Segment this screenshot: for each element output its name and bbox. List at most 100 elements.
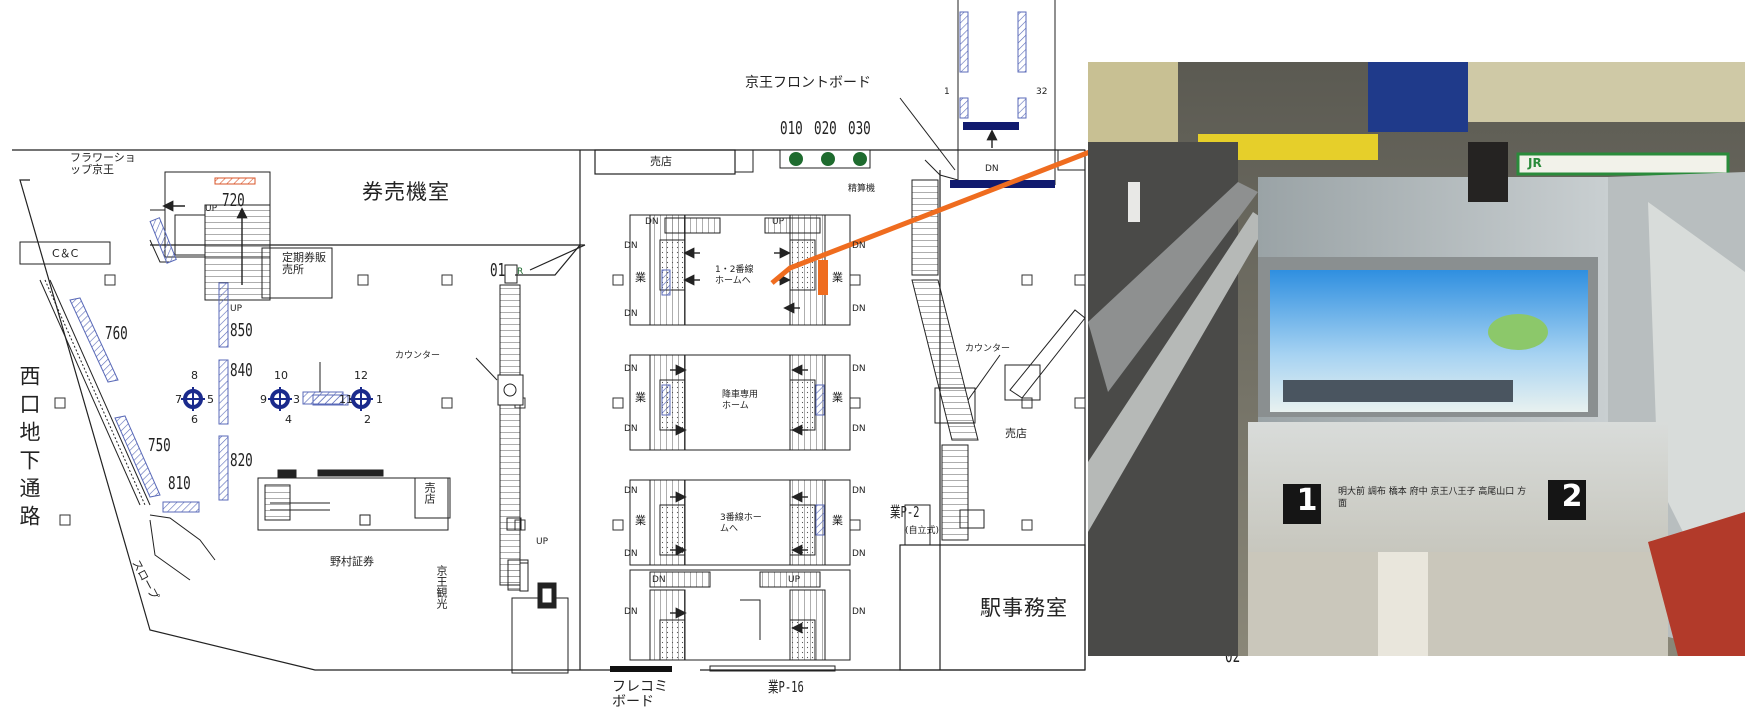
label-shop-right: 売店 <box>1005 427 1027 440</box>
mark-up-720: UP <box>205 204 218 214</box>
location-01: 01 <box>490 260 506 281</box>
cluster-num-2: 2 <box>364 413 371 426</box>
front-board-bar-top <box>963 122 1019 130</box>
label-to-platform-1-2: 1・2番線ホームへ <box>715 265 754 287</box>
cluster-num-6: 6 <box>191 413 198 426</box>
gate-line-right <box>911 179 1086 541</box>
mark-dn-2: DN <box>624 241 638 251</box>
mark-dn-16: DN <box>852 607 866 617</box>
location-820: 820 <box>230 450 253 471</box>
label-station-office: 駅事務室 <box>980 596 1068 620</box>
label-keio-front-board: 京王フロントボード <box>745 75 871 91</box>
label-counter-right: カウンター <box>965 344 1011 354</box>
counter-leader-right <box>967 354 1001 401</box>
mark-dn-6: DN <box>624 364 638 374</box>
label-gyo-p16: 業P-16 <box>768 678 804 696</box>
label-keio-kanko: 京王観光 <box>435 565 448 609</box>
label-counter-left: カウンター <box>395 351 441 361</box>
front-board-leader <box>899 97 956 171</box>
label-flower-shop: フラワーショップ京王 <box>70 151 136 177</box>
cluster-num-10: 10 <box>274 369 288 382</box>
label-cc: C＆C <box>52 247 79 260</box>
mark-dn-12: DN <box>852 486 866 496</box>
mark-dn-9: DN <box>852 424 866 434</box>
label-alighting-platform: 降車専用ホーム <box>722 390 759 412</box>
mark-r: R <box>517 267 524 277</box>
gate-line-left <box>497 264 569 674</box>
location-750: 750 <box>148 435 171 456</box>
cluster-num-4: 4 <box>285 413 292 426</box>
mark-dn-7: DN <box>624 424 638 434</box>
cluster-num-3: 3 <box>293 393 300 406</box>
photo-illustration <box>1088 62 1745 656</box>
label-shop-top: 売店 <box>650 155 672 168</box>
location-840: 840 <box>230 360 253 381</box>
mark-dn-5: DN <box>852 304 866 314</box>
pillar-ad-ticks <box>181 387 373 411</box>
small-stair-block <box>302 391 344 405</box>
mark-up-1: UP <box>772 217 785 227</box>
slope-passage <box>19 217 216 581</box>
label-west-underground-passage: 西口地下通路 <box>17 365 41 533</box>
exit-number-32: 32 <box>1036 87 1048 97</box>
mark-up-2: UP <box>788 575 801 585</box>
photo-platform-2-sign: 2 <box>1561 479 1583 514</box>
location-010: 010 <box>780 118 803 139</box>
lower-escalator-block <box>257 469 451 531</box>
gyo-p2-stand <box>904 504 931 546</box>
mark-up-gate: UP <box>536 537 549 547</box>
building-walls <box>12 149 1086 671</box>
frecomi-board-bar <box>610 666 672 672</box>
mark-dn-north: DN <box>985 164 999 174</box>
mark-dn-1: DN <box>645 217 659 227</box>
label-nomura-securities: 野村証券 <box>330 555 374 568</box>
cluster-num-12: 12 <box>354 369 368 382</box>
mark-dn-3: DN <box>624 309 638 319</box>
location-720: 720 <box>222 190 245 211</box>
cluster-num-9: 9 <box>260 393 267 406</box>
mark-gyo-4: 業 <box>832 391 843 404</box>
label-fare-adjustment: 精算機 <box>848 184 876 194</box>
mark-dn-8: DN <box>852 364 866 374</box>
mark-gyo-5: 業 <box>635 514 646 527</box>
photo-platform-1-sign: 1 <box>1296 483 1318 518</box>
inset-photo-station-stairs: 1 2 JR 明大前 調布 橋本 府中 京王八王子 高尾山口 方面 <box>1088 62 1745 656</box>
location-810: 810 <box>168 473 191 494</box>
pointer-line <box>770 145 1101 285</box>
mark-dn-4: DN <box>852 241 866 251</box>
label-ticket-machine-room: 券売機室 <box>362 180 450 204</box>
north-exit <box>734 0 1086 185</box>
label-gyo-p2-note: (自立式) <box>905 526 940 536</box>
exit-number-1: 1 <box>944 87 950 97</box>
location-850: 850 <box>230 320 253 341</box>
highlighted-board-location <box>818 260 828 295</box>
mark-gyo-3: 業 <box>635 391 646 404</box>
cluster-num-11: 11 <box>339 393 353 406</box>
mark-dn-14: DN <box>652 575 666 585</box>
ticket-area <box>150 171 333 301</box>
mark-dn-11: DN <box>624 549 638 559</box>
label-gyo-p2: 業P-2 <box>890 503 920 521</box>
green-location-markers <box>779 149 871 169</box>
cluster-num-7: 7 <box>175 393 182 406</box>
cluster-num-1: 1 <box>376 393 383 406</box>
label-to-platform-3: 3番線ホームへ <box>720 513 762 535</box>
mark-dn-10: DN <box>624 486 638 496</box>
location-760: 760 <box>105 323 128 344</box>
mark-dn-15: DN <box>624 607 638 617</box>
mark-gyo-1: 業 <box>635 271 646 284</box>
label-shop-left: 売店 <box>423 482 436 504</box>
label-frecomi-board: フレコミボード <box>612 679 668 711</box>
photo-destination-text: 明大前 調布 橋本 府中 京王八王子 高尾山口 方面 <box>1338 487 1527 509</box>
stair-direction-arrows <box>670 247 808 634</box>
gyo-p16-panel <box>709 665 836 672</box>
mark-dn-13: DN <box>852 549 866 559</box>
photo-jr-sign: JR <box>1528 156 1542 170</box>
cluster-num-8: 8 <box>191 369 198 382</box>
location-020: 020 <box>814 118 837 139</box>
mark-up-850: UP <box>230 304 243 314</box>
mark-gyo-6: 業 <box>832 514 843 527</box>
counter-leader-left <box>475 357 498 381</box>
